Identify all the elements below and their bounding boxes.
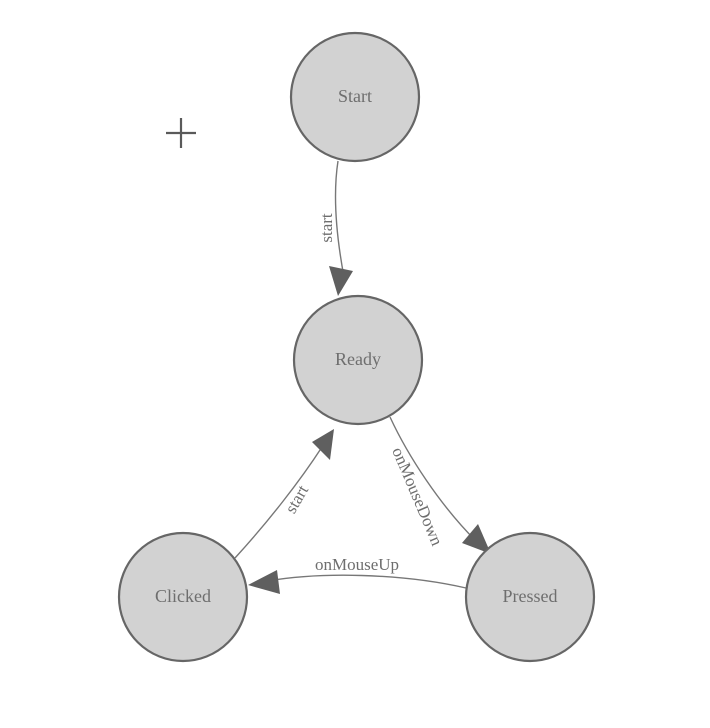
edge-label-start-to-ready: start (317, 213, 336, 243)
edge-start-to-ready-path[interactable] (334, 160, 345, 278)
edge-ready-to-pressed-path[interactable] (389, 416, 477, 542)
edge-clicked-to-ready-path[interactable] (234, 446, 323, 559)
node-clicked-label: Clicked (155, 586, 211, 606)
edge-pressed-to-clicked-arrowhead (248, 570, 280, 594)
node-clicked[interactable]: Clicked (117, 531, 249, 663)
node-pressed[interactable]: Pressed (464, 531, 596, 663)
edge-clicked-to-ready-arrowhead (312, 429, 334, 460)
node-start-label: Start (338, 86, 372, 106)
edge-start-to-ready[interactable]: start (317, 160, 353, 296)
node-ready[interactable]: Ready (292, 294, 424, 426)
edge-ready-to-pressed-arrowhead (462, 524, 491, 554)
edge-clicked-to-ready[interactable]: start (234, 429, 334, 559)
node-start[interactable]: Start (289, 31, 421, 163)
edge-start-to-ready-arrowhead (329, 266, 353, 296)
edge-label-pressed-to-clicked: onMouseUp (315, 555, 399, 574)
node-ready-label: Ready (335, 349, 381, 369)
edge-ready-to-pressed[interactable]: onMouseDown (388, 416, 491, 554)
node-clicked-circle[interactable] (117, 531, 249, 663)
edge-pressed-to-clicked[interactable]: onMouseUp (248, 555, 467, 594)
node-pressed-label: Pressed (503, 586, 558, 606)
node-pressed-circle[interactable] (464, 531, 596, 663)
crosshair-icon[interactable] (166, 118, 196, 148)
node-ready-circle[interactable] (292, 294, 424, 426)
edge-label-clicked-to-ready: start (281, 482, 312, 517)
node-start-circle[interactable] (289, 31, 421, 163)
edge-pressed-to-clicked-path[interactable] (267, 574, 467, 589)
